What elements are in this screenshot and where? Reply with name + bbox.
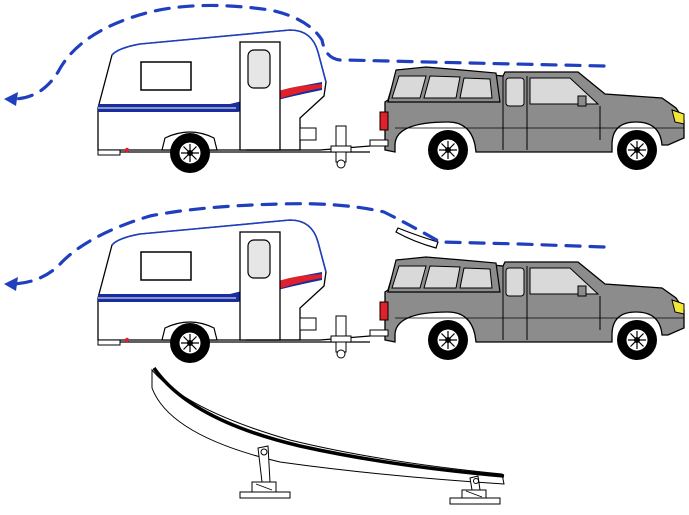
trailer	[98, 30, 370, 173]
airflow-arrowhead-icon	[4, 277, 18, 291]
pickup-truck	[370, 257, 684, 360]
scene-without-deflector	[4, 5, 684, 173]
pickup-truck	[370, 67, 684, 170]
airflow-arrowhead-icon	[4, 92, 18, 106]
scene-with-deflector	[4, 204, 684, 363]
trailer	[98, 220, 370, 363]
wind-deflector-detail	[152, 368, 504, 504]
